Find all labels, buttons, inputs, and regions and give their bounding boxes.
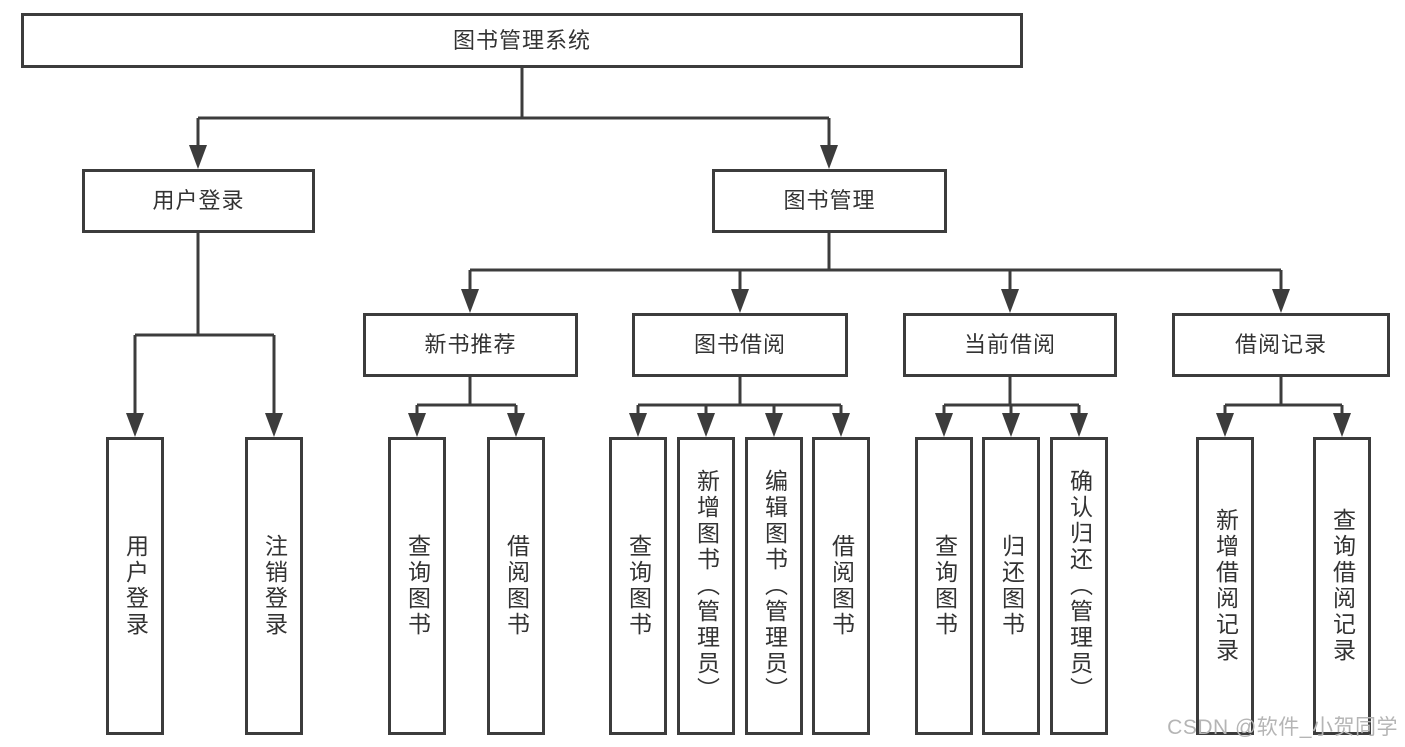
leaf-query-books-recommend: 查询图书 [388,437,446,735]
csdn-watermark: CSDN @软件_小贺同学 [1167,716,1398,739]
node-book-management: 图书管理 [712,169,947,233]
node-library-management-system: 图书管理系统 [21,13,1023,68]
leaf-confirm-return-admin: 确认归还（管理员） [1050,437,1108,735]
leaf-add-borrow-record: 新增借阅记录 [1196,437,1254,735]
leaf-query-books-current: 查询图书 [915,437,973,735]
node-user-login: 用户登录 [82,169,315,233]
leaf-add-books-admin: 新增图书（管理员） [677,437,735,735]
leaf-user-login: 用户登录 [106,437,164,735]
leaf-borrow-books-recommend: 借阅图书 [487,437,545,735]
leaf-logout: 注销登录 [245,437,303,735]
node-current-borrow: 当前借阅 [903,313,1117,377]
leaf-query-books-borrow: 查询图书 [609,437,667,735]
node-book-borrow: 图书借阅 [632,313,848,377]
leaf-return-books: 归还图书 [982,437,1040,735]
node-new-book-recommend: 新书推荐 [363,313,578,377]
leaf-query-borrow-record: 查询借阅记录 [1313,437,1371,735]
node-borrow-record: 借阅记录 [1172,313,1390,377]
leaf-borrow-books: 借阅图书 [812,437,870,735]
leaf-edit-books-admin: 编辑图书（管理员） [745,437,803,735]
